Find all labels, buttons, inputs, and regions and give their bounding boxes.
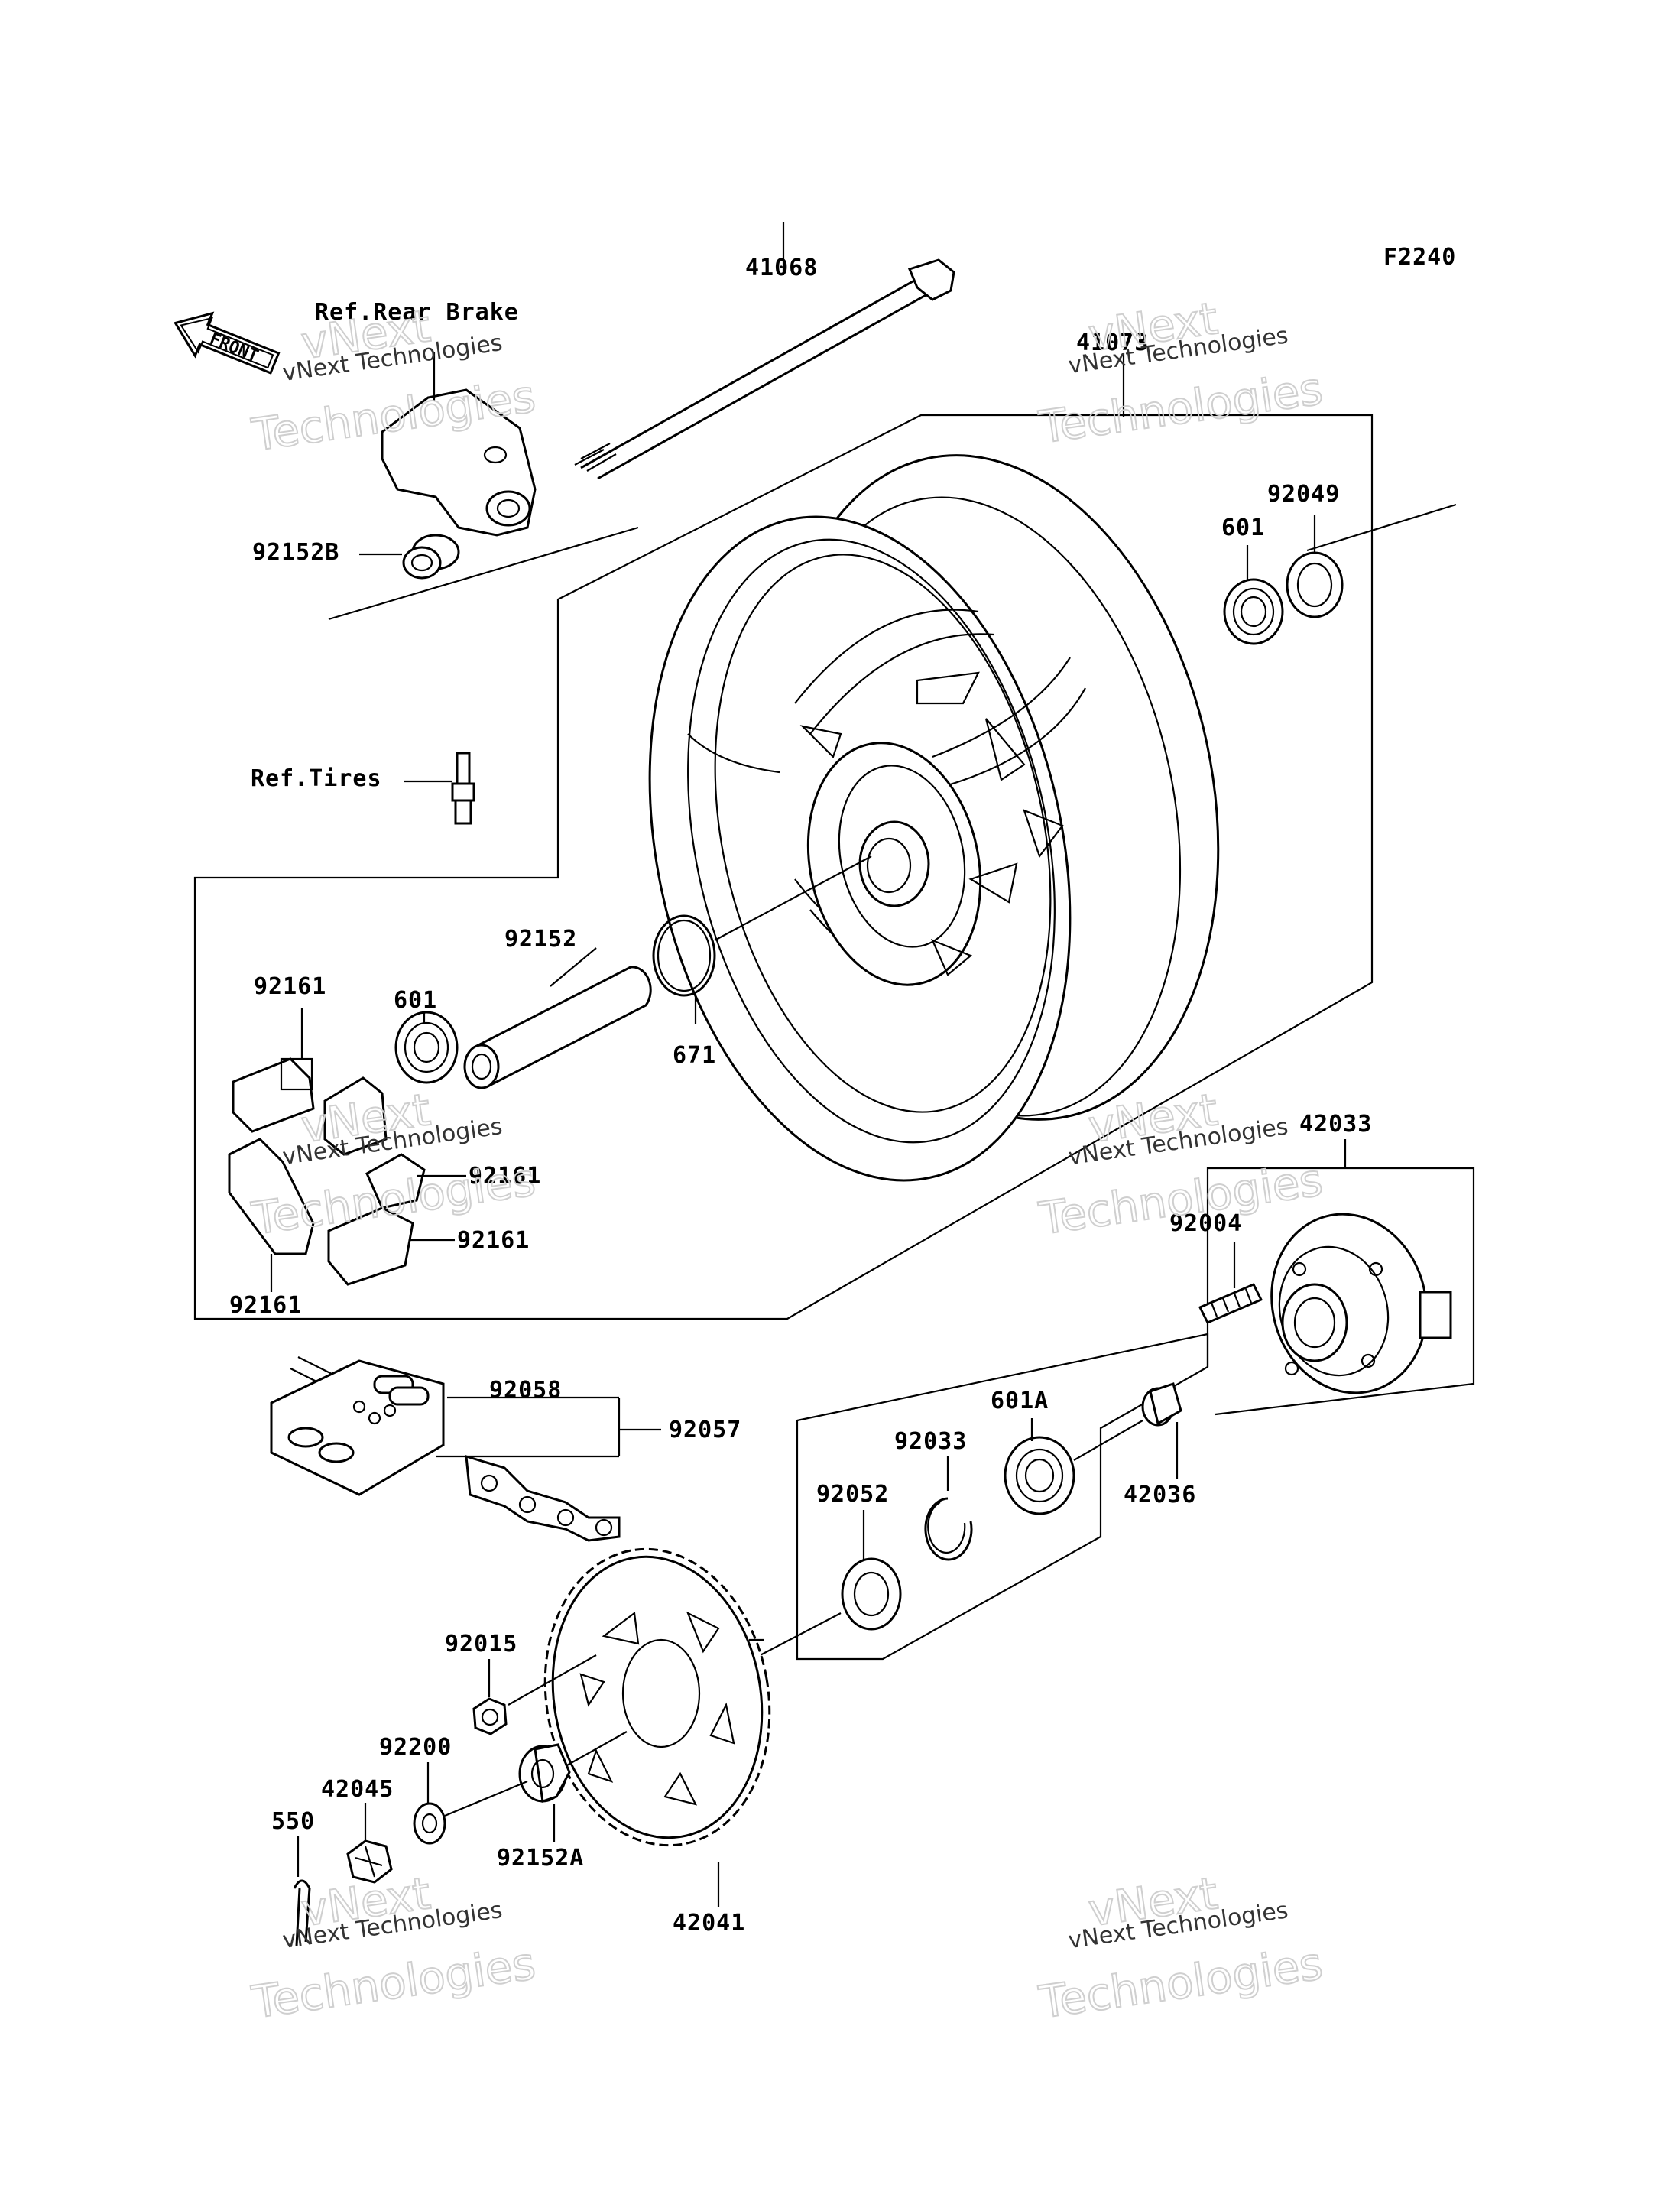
oring-671[interactable] xyxy=(652,855,872,1024)
label-42045[interactable]: 42045 xyxy=(321,1776,394,1803)
rear-wheel[interactable] xyxy=(592,414,1276,1219)
label-92161-bottom[interactable]: 92161 xyxy=(229,1292,302,1319)
collar-42036[interactable] xyxy=(1141,1382,1182,1479)
watermark-bottom-left: vNext vNext Technologies Technologies xyxy=(248,1866,539,2029)
bearing-601a[interactable] xyxy=(1004,1418,1143,1515)
valve-stem[interactable] xyxy=(404,752,475,825)
label-41068[interactable]: 41068 xyxy=(745,255,818,281)
label-92049[interactable]: 92049 xyxy=(1267,481,1340,508)
label-42033[interactable]: 42033 xyxy=(1299,1111,1372,1138)
axis-line-right xyxy=(1306,503,1457,552)
label-ref-rear-brake[interactable]: Ref.Rear Brake xyxy=(315,299,519,326)
axle[interactable] xyxy=(574,258,955,480)
seal-92049[interactable] xyxy=(1286,515,1344,618)
bearing-601-left[interactable] xyxy=(394,1011,459,1084)
label-601-right[interactable]: 601 xyxy=(1221,515,1265,541)
damper-92161-top[interactable] xyxy=(232,1008,315,1133)
axle-nut-42045[interactable] xyxy=(346,1803,393,1884)
watermark-top-right: vNext vNext Technologies Technologies xyxy=(1035,291,1326,454)
bracket-92058-92057 xyxy=(436,1396,661,1458)
label-601a[interactable]: 601A xyxy=(991,1388,1049,1414)
label-550[interactable]: 550 xyxy=(271,1808,315,1835)
damper-92161-bottom[interactable] xyxy=(228,1138,315,1292)
chain-92057[interactable] xyxy=(270,1356,621,1542)
sprocket-42041[interactable] xyxy=(522,1531,792,1907)
label-92058[interactable]: 92058 xyxy=(489,1377,562,1404)
stud-92004[interactable] xyxy=(1198,1242,1263,1324)
label-42041[interactable]: 42041 xyxy=(673,1910,745,1937)
damper-92161-low[interactable] xyxy=(327,1206,455,1286)
label-92161-low[interactable]: 92161 xyxy=(457,1227,530,1254)
figure-code: F2240 xyxy=(1383,244,1456,271)
seal-92052[interactable] xyxy=(752,1510,902,1660)
label-92152[interactable]: 92152 xyxy=(504,926,577,953)
bearing-601-right[interactable] xyxy=(1223,545,1284,645)
label-ref-tires[interactable]: Ref.Tires xyxy=(251,765,382,792)
brake-bracket[interactable] xyxy=(381,352,537,537)
collar-92152b[interactable] xyxy=(359,534,460,580)
label-92152b[interactable]: 92152B xyxy=(252,539,339,566)
label-92057[interactable]: 92057 xyxy=(669,1417,741,1443)
wheel-assembly-boundary xyxy=(193,414,1374,1320)
nut-92015[interactable] xyxy=(472,1654,597,1735)
watermark-bottom-right: vNext vNext Technologies Technologies xyxy=(1035,1866,1326,2029)
axis-line-left xyxy=(328,526,639,621)
label-92052[interactable]: 92052 xyxy=(816,1481,889,1508)
label-92033[interactable]: 92033 xyxy=(894,1428,967,1455)
circlip-92033[interactable] xyxy=(924,1456,973,1561)
coupling-assembly-boundary xyxy=(796,1167,1475,1661)
label-92161-top[interactable]: 92161 xyxy=(254,973,326,1000)
label-92152a[interactable]: 92152A xyxy=(497,1845,584,1872)
label-92200[interactable]: 92200 xyxy=(379,1734,452,1761)
coupling-42033[interactable] xyxy=(1252,1139,1452,1411)
label-601-left[interactable]: 601 xyxy=(394,987,437,1014)
label-92004[interactable]: 92004 xyxy=(1169,1210,1242,1237)
collar-92152[interactable] xyxy=(463,947,652,1089)
labels: F2240 41068 Ref.Rear Brake 41073 92152B … xyxy=(229,244,1456,1937)
front-arrow-icon: FRONT xyxy=(174,311,281,375)
washer-92200[interactable] xyxy=(413,1762,528,1845)
collar-92152a[interactable] xyxy=(518,1731,628,1842)
label-42036[interactable]: 42036 xyxy=(1124,1482,1196,1508)
label-92161-mid[interactable]: 92161 xyxy=(469,1163,541,1190)
damper-92161-mid[interactable] xyxy=(323,1076,466,1209)
label-92015[interactable]: 92015 xyxy=(445,1631,517,1657)
label-41073[interactable]: 41073 xyxy=(1076,330,1149,356)
label-671[interactable]: 671 xyxy=(673,1042,716,1069)
cotter-pin-550[interactable] xyxy=(293,1836,311,1946)
